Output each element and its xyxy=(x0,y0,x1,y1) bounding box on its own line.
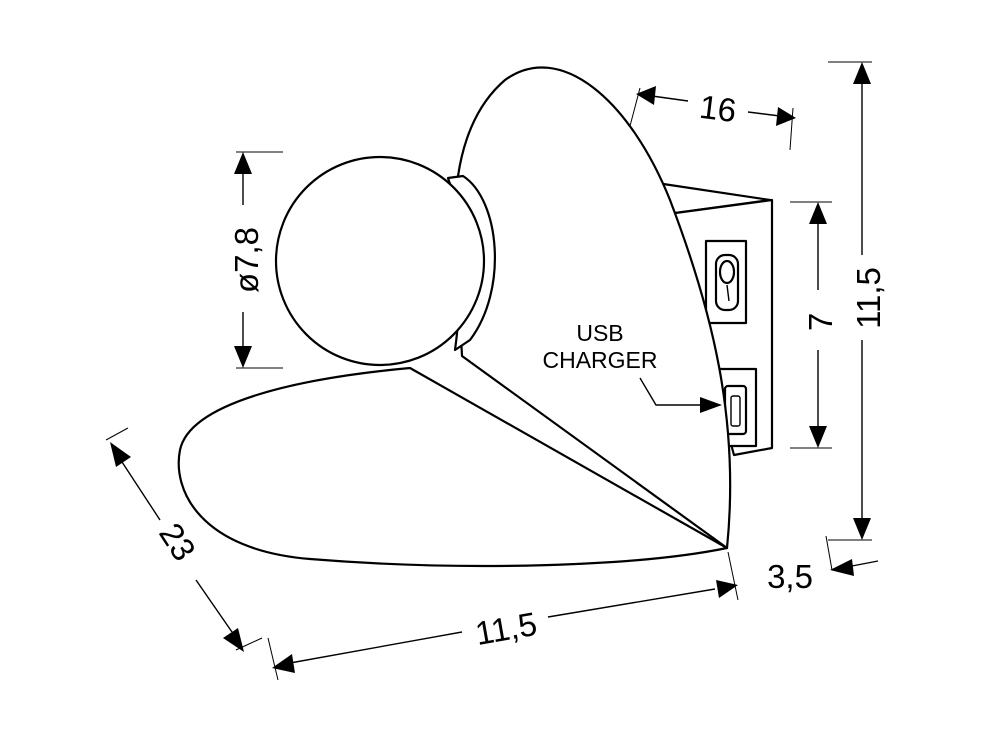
wall-box xyxy=(648,180,774,457)
dim-box-height: 7 xyxy=(790,201,839,449)
dim-height-total: 11,5 xyxy=(828,61,887,541)
dim-sphere-diameter: ø7,8 xyxy=(228,151,283,369)
dim-height-total-label: 11,5 xyxy=(850,267,887,329)
usb-charger-callout: USB CHARGER xyxy=(542,320,722,413)
dim-depth: 16 xyxy=(629,86,796,151)
dim-sphere-diameter-label: ø7,8 xyxy=(228,227,265,293)
rocker-switch-icon xyxy=(714,253,740,312)
dim-depth-label: 16 xyxy=(697,88,738,129)
dim-box-height-label: 7 xyxy=(802,313,839,331)
usb-label-line1: USB xyxy=(576,320,623,346)
dim-length-diag-label: 23 xyxy=(152,516,203,567)
dim-mount-offset-label: 3,5 xyxy=(767,558,813,595)
lower-shade xyxy=(177,366,729,568)
back-shade xyxy=(453,66,732,550)
sphere xyxy=(274,155,486,367)
usb-label-line2: CHARGER xyxy=(542,347,657,373)
dim-width-bottom: 11,5 xyxy=(267,551,739,681)
dim-mount-offset: 3,5 xyxy=(767,535,879,595)
dim-width-bottom-label: 11,5 xyxy=(472,605,539,652)
